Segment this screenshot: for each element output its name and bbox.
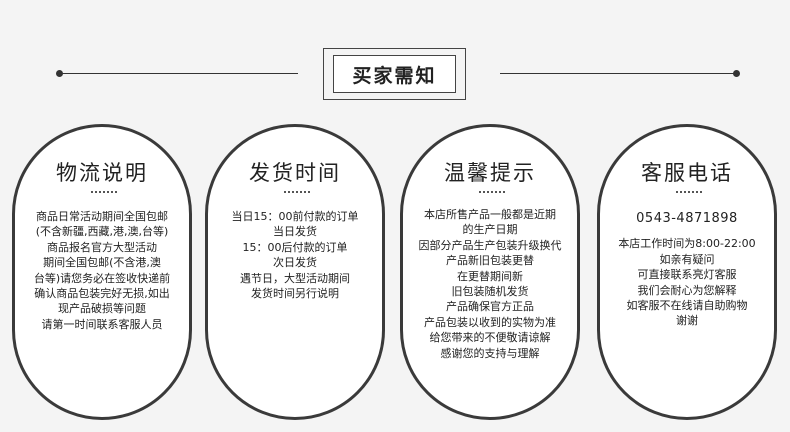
title-frame: 买家需知 bbox=[323, 48, 466, 100]
dotted-separator bbox=[676, 191, 702, 193]
card-title: 发货时间 bbox=[249, 161, 341, 185]
text-line: 台等)请您务必在签收快递前 bbox=[33, 271, 171, 285]
card-body: 本店所售产品一般都是近期 的生产日期 因部分产品生产包装升级换代 产品新旧包装更… bbox=[411, 207, 569, 361]
text-line: 产品新旧包装更替 bbox=[446, 254, 534, 268]
divider-line-left bbox=[62, 73, 298, 74]
card-title: 客服电话 bbox=[641, 161, 733, 185]
decorative-dot-right bbox=[733, 70, 740, 77]
text-line: 现产品破损等问题 bbox=[58, 302, 146, 316]
text-line: 在更替期间新 bbox=[457, 269, 523, 283]
text-line: 次日发货 bbox=[273, 256, 317, 270]
card-logistics: 物流说明 商品日常活动期间全国包邮 (不含新疆,西藏,港,澳,台等) 商品报名官… bbox=[12, 124, 192, 420]
text-line: 商品日常活动期间全国包邮 bbox=[36, 210, 168, 223]
divider-line-right bbox=[500, 73, 736, 74]
text-line: 请第一时间联系客服人员 bbox=[41, 317, 163, 331]
decorative-dot-left bbox=[56, 70, 63, 77]
text-line: 我们会耐心为您解释 bbox=[637, 283, 737, 297]
card-shipping-time: 发货时间 当日15：00前付款的订单 当日发货 15：00后付款的订单 次日发货… bbox=[205, 124, 385, 420]
dotted-separator bbox=[284, 191, 310, 193]
text-line: 感谢您的支持与理解 bbox=[440, 346, 540, 360]
text-line: 可直接联系亮灯客服 bbox=[637, 268, 737, 282]
text-line: 谢谢 bbox=[676, 314, 698, 328]
text-line: 本店工作时间为8:00-22:00 bbox=[618, 237, 756, 251]
card-body: 当日15：00前付款的订单 当日发货 15：00后付款的订单 次日发货 遇节日，… bbox=[216, 209, 374, 301]
text-line: 发货时间另行说明 bbox=[251, 287, 339, 301]
card-title: 物流说明 bbox=[56, 161, 148, 185]
text-line: 给您带来的不便敬请谅解 bbox=[429, 331, 551, 345]
text-line: 商品报名官方大型活动 bbox=[47, 240, 157, 254]
text-line: 期间全国包邮(不含港,澳 bbox=[43, 256, 161, 270]
text-line: 产品包装以收到的实物为准 bbox=[424, 315, 556, 329]
card-title: 温馨提示 bbox=[444, 161, 536, 185]
text-line: 当日发货 bbox=[273, 225, 317, 239]
phone-number: 0543-4871898 bbox=[636, 211, 738, 226]
dotted-separator bbox=[479, 191, 505, 193]
card-body: 商品日常活动期间全国包邮 (不含新疆,西藏,港,澳,台等) 商品报名官方大型活动… bbox=[23, 209, 181, 332]
dotted-separator bbox=[91, 191, 117, 193]
text-line: 遇节日，大型活动期间 bbox=[240, 271, 350, 285]
text-line: 本店所售产品一般都是近期 bbox=[424, 208, 556, 221]
card-tips: 温馨提示 本店所售产品一般都是近期 的生产日期 因部分产品生产包装升级换代 产品… bbox=[400, 124, 580, 420]
text-line: 当日15：00前付款的订单 bbox=[231, 210, 359, 223]
text-line: 如客服不在线请自助购物 bbox=[626, 299, 748, 313]
text-line: 的生产日期 bbox=[462, 223, 518, 237]
text-line: 如亲有疑问 bbox=[659, 252, 715, 266]
text-line: 因部分产品生产包装升级换代 bbox=[418, 238, 562, 252]
card-customer-service: 客服电话 0543-4871898 本店工作时间为8:00-22:00 如亲有疑… bbox=[597, 124, 777, 420]
text-line: 15：00后付款的订单 bbox=[242, 240, 348, 254]
text-line: 确认商品包装完好无损,如出 bbox=[34, 287, 170, 301]
text-line: (不含新疆,西藏,港,澳,台等) bbox=[35, 225, 169, 239]
page-title: 买家需知 bbox=[333, 55, 456, 93]
text-line: 旧包装随机发货 bbox=[451, 285, 529, 299]
header: 买家需知 bbox=[0, 40, 790, 110]
text-line: 产品确保官方正品 bbox=[446, 300, 534, 314]
card-body: 0543-4871898 本店工作时间为8:00-22:00 如亲有疑问 可直接… bbox=[608, 207, 766, 329]
